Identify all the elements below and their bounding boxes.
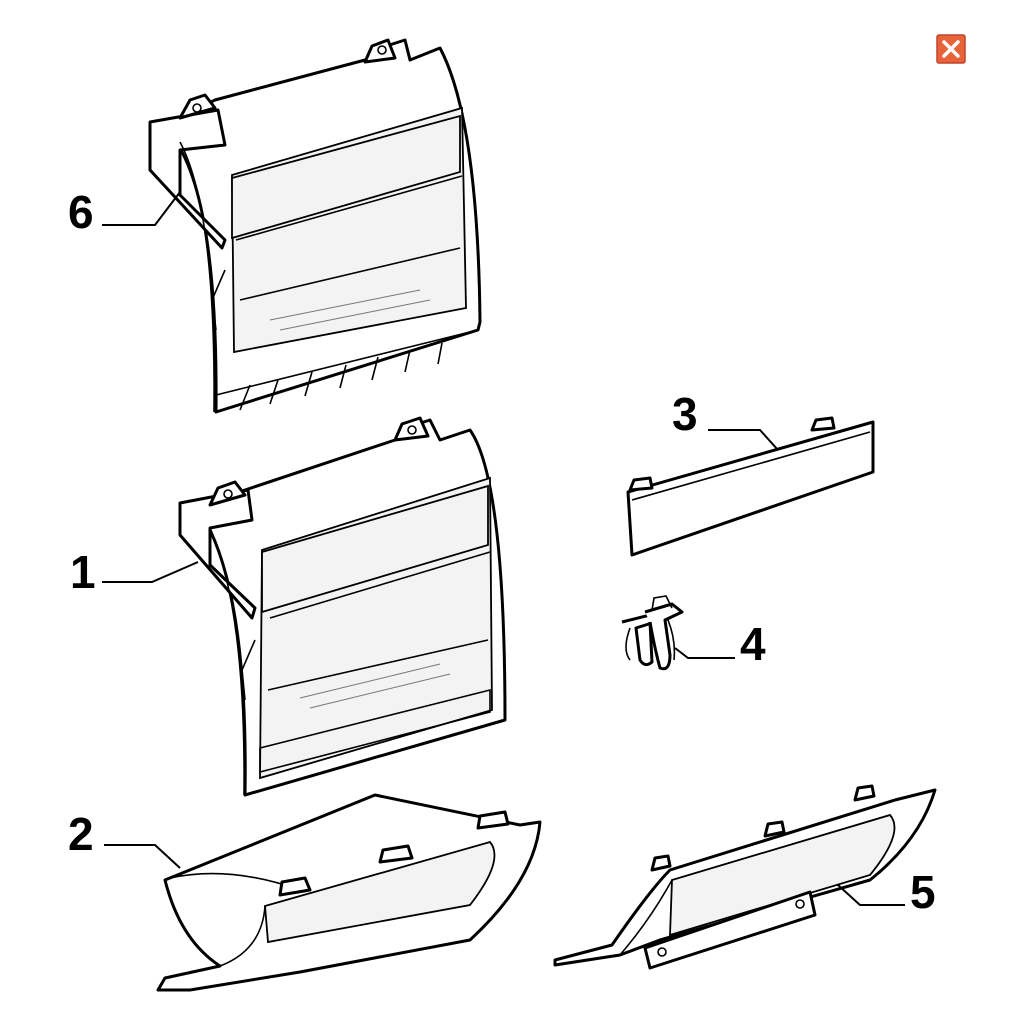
- part-5-lower-trim[interactable]: [553, 784, 937, 970]
- part-6-console-panel[interactable]: [148, 38, 482, 414]
- leader-line-5: [837, 884, 905, 906]
- callout-4: 4: [740, 618, 766, 670]
- leader-line-2: [104, 844, 181, 869]
- leader-line-1: [102, 561, 199, 583]
- part-1-console-panel[interactable]: [178, 416, 507, 797]
- leader-line-4: [674, 647, 735, 659]
- callout-5: 5: [910, 866, 936, 918]
- callout-6: 6: [68, 186, 94, 238]
- part-4-clip[interactable]: [621, 595, 684, 671]
- close-button[interactable]: [936, 34, 966, 64]
- part-3-trim-strip[interactable]: [626, 416, 875, 557]
- leader-line-6: [102, 191, 181, 226]
- callout-2: 2: [68, 808, 94, 860]
- leader-line-3: [708, 429, 779, 451]
- part-2-glove-box[interactable]: [156, 793, 542, 992]
- callout-3: 3: [672, 388, 698, 440]
- close-icon: [936, 34, 966, 64]
- callout-1: 1: [70, 546, 96, 598]
